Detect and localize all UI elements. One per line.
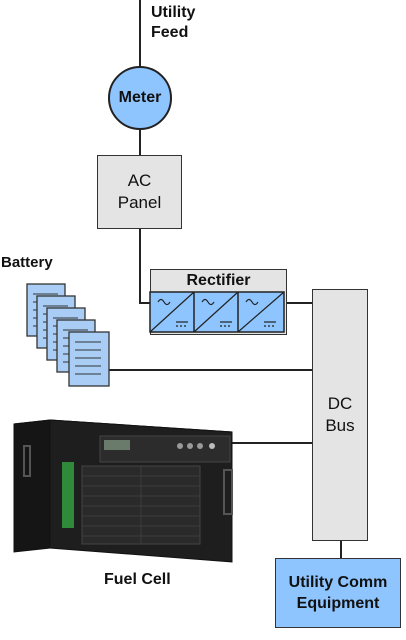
dc-bus-box: DC Bus (312, 289, 368, 541)
battery-cell-5 (68, 331, 110, 387)
utility-feed-line2: Feed (151, 24, 189, 41)
battery-icon (26, 283, 110, 387)
utility-comm-line1: Utility Comm (288, 574, 388, 591)
rectifier-module-3 (237, 291, 285, 333)
meter-label: Meter (118, 89, 162, 106)
dc-bus-line2: Bus (325, 416, 355, 435)
panel-to-rectifier-line (139, 228, 150, 304)
ac-panel-line2: Panel (117, 193, 162, 212)
utility-comm-line2: Equipment (296, 595, 380, 612)
rectifier-modules (149, 291, 285, 333)
utility-comm-box: Utility Comm Equipment (275, 558, 401, 628)
fuel-cell-icon (13, 419, 233, 563)
ac-panel-line1: AC (127, 171, 152, 190)
battery-label: Battery (1, 254, 53, 271)
dc-bus-line1: DC (327, 394, 353, 413)
rectifier-module-2 (193, 291, 239, 333)
fuel-cell-label: Fuel Cell (104, 571, 171, 588)
rectifier-label: Rectifier (186, 272, 251, 289)
ac-panel-box: AC Panel (97, 155, 182, 229)
meter-node: Meter (109, 67, 171, 129)
meter-circle (108, 66, 172, 130)
utility-feed-label: Utility Feed (151, 3, 195, 43)
rectifier-module-1 (149, 291, 195, 333)
utility-feed-line1: Utility (151, 4, 196, 21)
